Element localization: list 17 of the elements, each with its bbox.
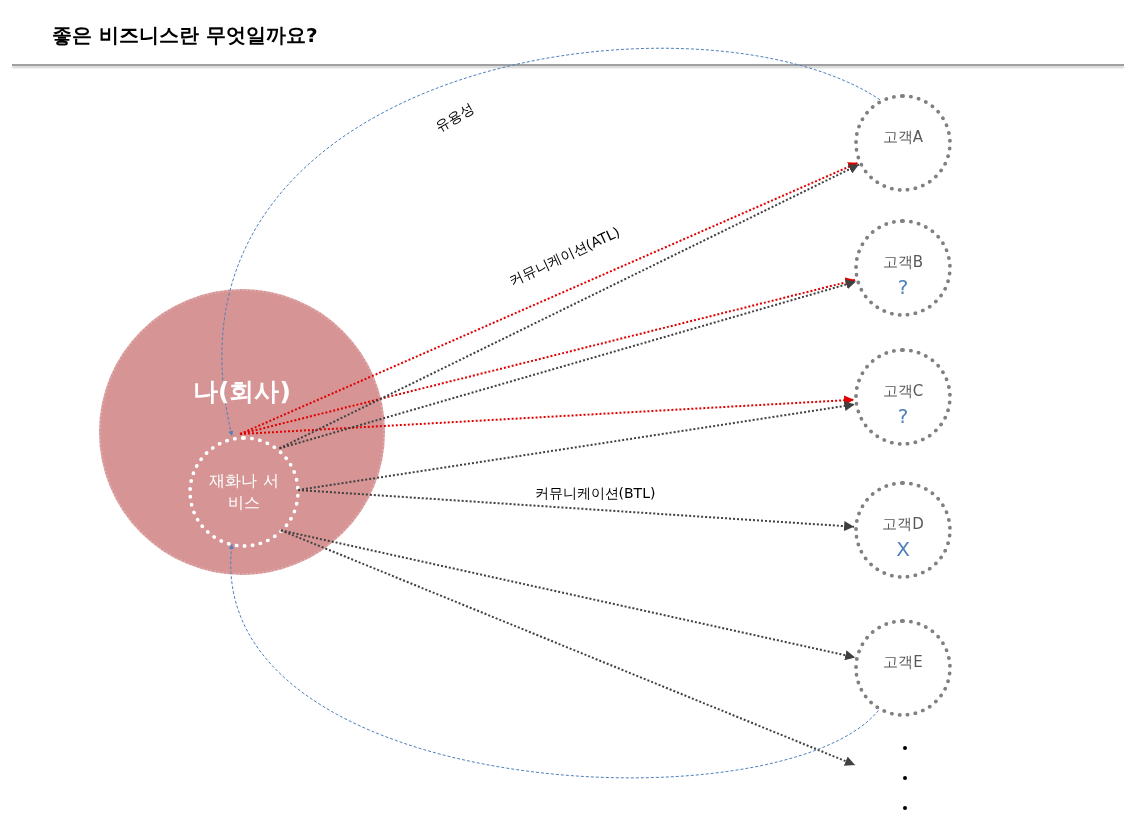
status-mark: X [896, 537, 910, 561]
title: 좋은 비즈니스란 무엇일까요? [52, 22, 318, 49]
status-mark: ? [897, 404, 909, 428]
arrow [239, 395, 856, 436]
arrow [279, 529, 856, 766]
status-mark: ? [897, 275, 909, 299]
customer-label: 고객A [882, 128, 924, 146]
arrow [229, 543, 879, 778]
customer-label: 고객B [882, 253, 924, 271]
arrow [297, 489, 856, 532]
customer-label: 고객D [882, 515, 924, 533]
customer-label: 고객C [882, 382, 924, 400]
company-label: 나(회사) [193, 377, 291, 407]
product-label: 재화나 서비스 [208, 470, 280, 514]
arrow [221, 48, 881, 437]
customer-label: 고객E [883, 653, 923, 671]
product-circle [188, 436, 300, 548]
